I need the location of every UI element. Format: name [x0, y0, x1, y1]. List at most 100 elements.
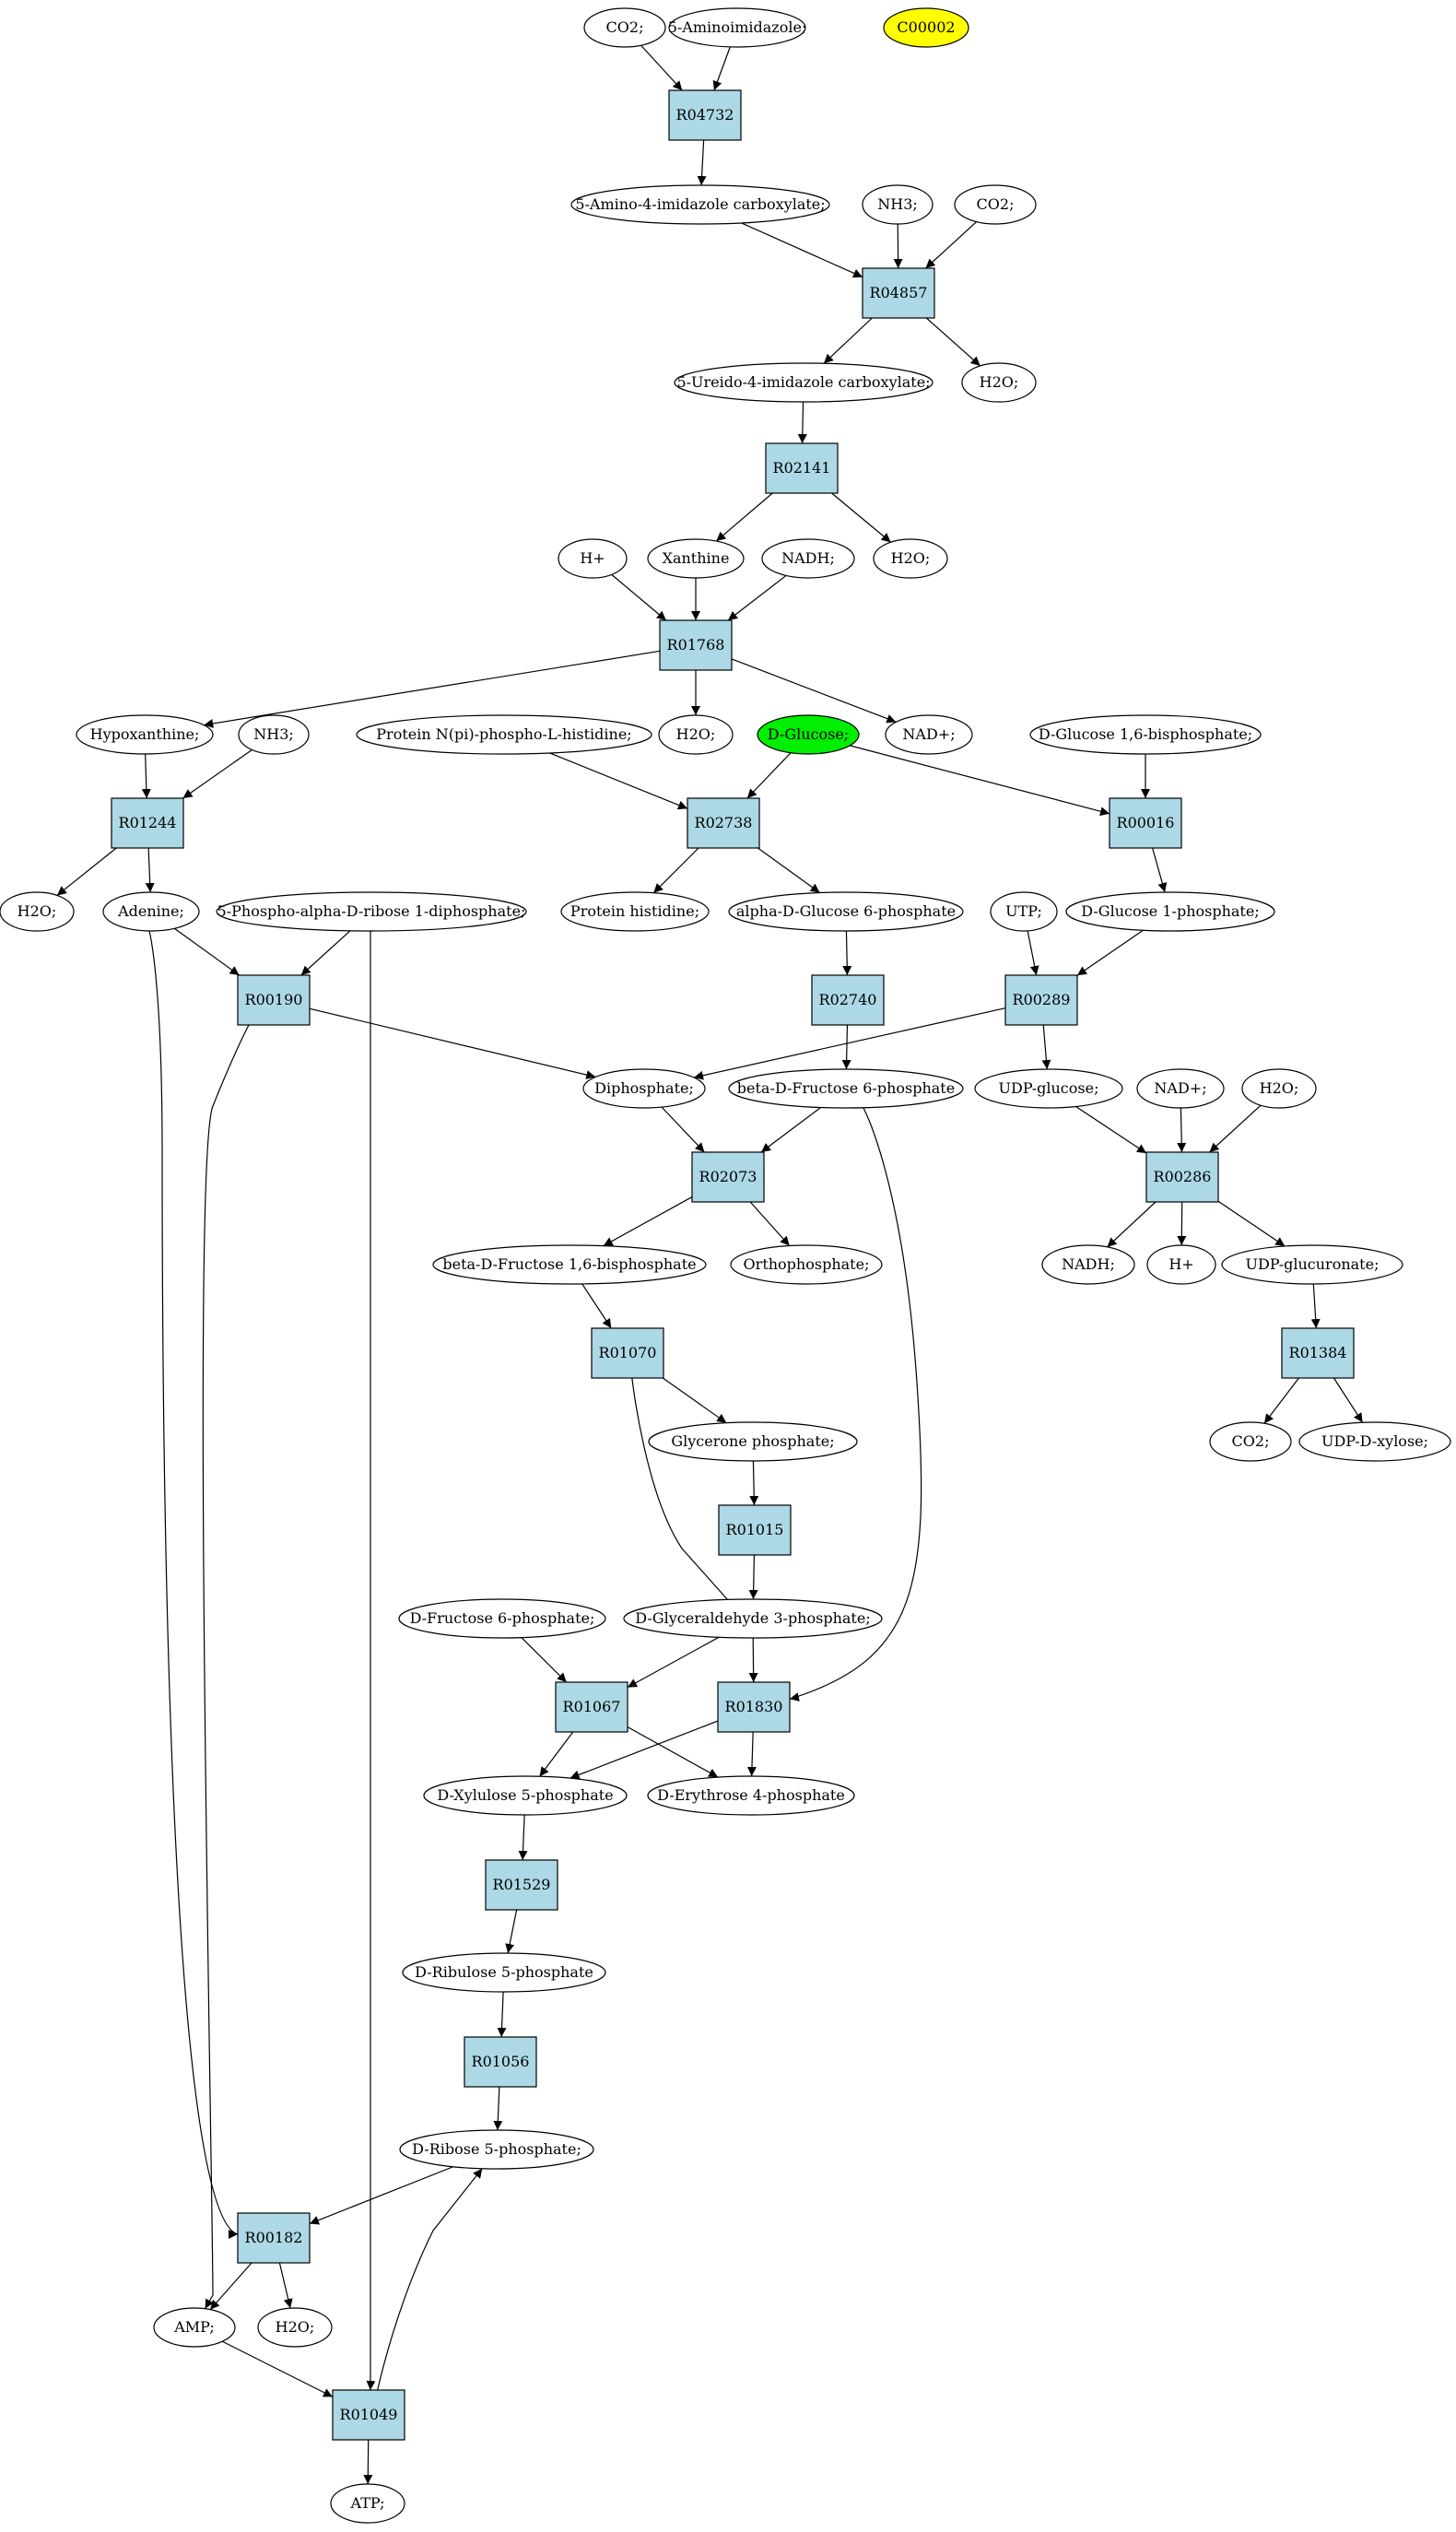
reaction-node-r02073: R02073: [691, 1151, 765, 1203]
reaction-node-r01529: R01529: [485, 1859, 558, 1911]
reaction-box: [659, 619, 733, 671]
compound-node-nadp-b: NAD+;: [1136, 1068, 1225, 1109]
edge-line: [222, 2340, 334, 2397]
compound-node-h2o-e: H2O;: [1241, 1068, 1317, 1109]
compound-node-aminoimid: 5-Aminoimidazole;: [668, 7, 806, 48]
edge-r01067-to-x5p: [539, 1731, 574, 1777]
edge-r01768-to-hypox: [204, 650, 661, 728]
node-label: NAD+;: [1154, 1079, 1206, 1097]
edge-line: [521, 1637, 568, 1683]
edge-line: [204, 650, 661, 728]
edge-line: [760, 1107, 822, 1153]
compound-node-xanthine: Xanthine: [647, 538, 745, 579]
compound-ellipse: [974, 1068, 1123, 1109]
reaction-box: [811, 974, 885, 1026]
edge-r01830-to-e4p: [746, 1731, 757, 1777]
reaction-node-r01384: R01384: [1281, 1327, 1355, 1379]
node-label: NH3;: [253, 725, 294, 743]
compound-ellipse: [356, 714, 652, 755]
edge-df6p-to-r01067: [521, 1637, 568, 1683]
compound-node-udpglcu: UDP-glucuronate;: [1221, 1244, 1403, 1285]
edge-line: [611, 573, 667, 621]
node-label: R01529: [493, 1876, 551, 1893]
edge-r01056-to-r5p: [493, 2086, 503, 2131]
compound-node-prpp: 5-Phospho-alpha-D-ribose 1-diphosphate;: [216, 891, 527, 932]
compound-node-ag6p: alpha-D-Glucose 6-phosphate: [728, 891, 964, 932]
edge-line: [727, 574, 787, 621]
edge-r01384-to-udpxyl: [1333, 1377, 1364, 1423]
compound-node-nh3-b: NH3;: [238, 714, 310, 755]
node-label: R01830: [725, 1698, 783, 1715]
edge-adenine-to-r00182: [148, 930, 239, 2236]
edge-g3p-to-r01830: [748, 1637, 758, 1683]
reaction-box: [668, 89, 742, 141]
compound-ellipse: [330, 2483, 405, 2524]
compound-ellipse: [873, 538, 948, 579]
compound-ellipse: [560, 891, 710, 932]
edge-line: [493, 2086, 503, 2131]
edge-line: [925, 221, 978, 269]
node-label: H2O;: [1260, 1079, 1299, 1097]
compound-node-h2o-c: H2O;: [658, 714, 734, 755]
edge-line: [746, 752, 792, 799]
edge-line: [309, 2166, 453, 2225]
edge-line: [748, 1637, 758, 1683]
edge-line: [1333, 1377, 1364, 1423]
edge-line: [741, 222, 863, 278]
compound-node-hplus-b: H+: [1146, 1244, 1216, 1285]
edge-line: [518, 1814, 528, 1861]
edge-udpglcu-to-r01384: [1310, 1283, 1321, 1329]
edge-line: [1177, 1107, 1187, 1153]
edge-line: [549, 752, 688, 810]
compound-ellipse: [668, 7, 806, 48]
edge-utp-to-r00289: [1027, 930, 1039, 976]
compound-node-co2-c: CO2;: [1209, 1421, 1292, 1462]
edge-line: [569, 1720, 719, 1780]
edge-r01529-to-ru5p: [505, 1909, 518, 1954]
compound-ellipse: [728, 891, 964, 932]
compound-ellipse: [1041, 1244, 1135, 1285]
edge-ureido-to-r02141: [797, 401, 807, 444]
edge-line: [748, 1554, 758, 1600]
compound-node-utp: UTP;: [990, 891, 1058, 932]
reaction-node-r01015: R01015: [718, 1504, 792, 1556]
compound-node-glycp: Glycerone phosphate;: [648, 1421, 858, 1462]
edge-line: [1041, 1024, 1051, 1070]
node-label: H+: [580, 549, 605, 567]
edge-r01768-to-nadp_a: [731, 658, 897, 724]
reaction-box: [485, 1859, 558, 1911]
node-label: alpha-D-Glucose 6-phosphate: [736, 902, 956, 920]
compound-node-nadh-a: NADH;: [761, 538, 855, 579]
compound-ellipse: [954, 184, 1037, 225]
edge-g1p-to-r00289: [1076, 929, 1144, 976]
edge-r00286-to-udpglcu: [1217, 1200, 1286, 1247]
reaction-node-r02141: R02141: [765, 442, 839, 494]
edge-line: [652, 847, 699, 894]
compound-ellipse: [623, 1598, 883, 1639]
compound-ellipse: [647, 1775, 855, 1816]
edge-x5p-to-r01529: [518, 1814, 528, 1861]
reaction-node-r01070: R01070: [591, 1327, 664, 1379]
compound-ellipse: [216, 891, 527, 932]
edge-glycp-to-r01015: [749, 1460, 759, 1506]
compound-ellipse: [1209, 1421, 1292, 1462]
edge-line: [697, 139, 707, 186]
node-label: D-Glucose 1-phosphate;: [1081, 902, 1259, 920]
reaction-node-r01830: R01830: [717, 1681, 791, 1733]
node-label: NAD+;: [902, 725, 955, 743]
node-label: R02740: [819, 991, 877, 1008]
compound-ellipse: [558, 538, 628, 579]
compound-ellipse: [399, 2129, 594, 2170]
node-label: NADH;: [781, 549, 835, 567]
edge-r01244-to-adenine: [145, 847, 155, 893]
edge-ru5p-to-r01056: [497, 1991, 507, 2038]
node-label: H2O;: [18, 902, 57, 920]
edge-line: [841, 1024, 851, 1070]
edge-line: [640, 44, 683, 91]
node-label: D-Fructose 6-phosphate;: [410, 1609, 595, 1627]
reaction-box: [687, 797, 760, 849]
node-label: UDP-glucuronate;: [1246, 1255, 1380, 1273]
reaction-node-r00286: R00286: [1145, 1151, 1219, 1203]
reaction-node-r01049: R01049: [332, 2389, 405, 2441]
node-label: R00182: [245, 2229, 303, 2246]
